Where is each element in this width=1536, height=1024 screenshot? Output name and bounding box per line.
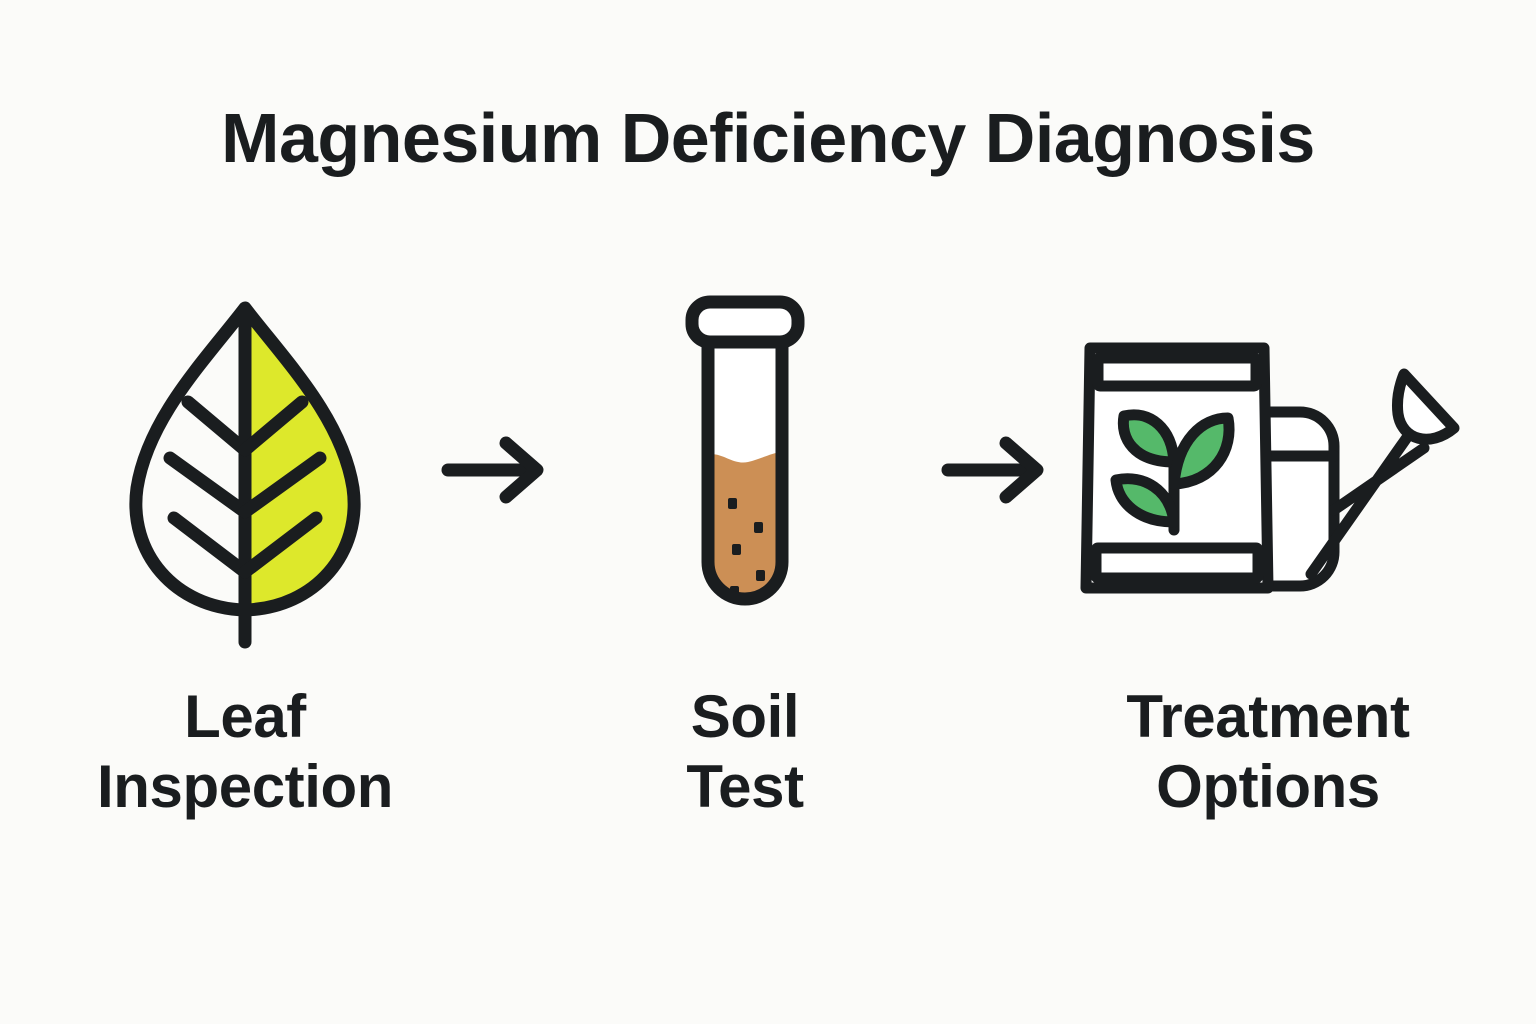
connector-arrow-2 [920, 280, 1070, 660]
leaf-vein-right-1 [238, 395, 309, 457]
tube-body-outline [701, 325, 789, 606]
leaf-vein-left-2 [163, 451, 252, 519]
soil-fill [708, 452, 782, 599]
step-leaf-inspection[interactable]: Leaf Inspection [70, 280, 420, 821]
leaf-icon-container [70, 280, 420, 660]
arrow-right-icon [941, 436, 1044, 504]
step-label-line-2: Test [686, 752, 804, 820]
test-tube-icon-container [570, 280, 920, 660]
plant-logo [1110, 409, 1235, 536]
page-title: Magnesium Deficiency Diagnosis [221, 99, 1315, 177]
step-label-soil-test: Soil Test [686, 682, 804, 821]
leaf-chlorotic-half [245, 308, 355, 610]
step-label-line-1: Soil [690, 683, 800, 750]
treatment-icon-container [1070, 280, 1466, 660]
plant-leaf-lower-left [1110, 473, 1180, 528]
step-label-line-1: Leaf [184, 683, 306, 750]
step-label-line-2: Inspection [96, 752, 394, 820]
arrow-head [999, 436, 1044, 504]
leaf-vein-right-2 [238, 451, 327, 519]
step-soil-test[interactable]: Soil Test [570, 280, 920, 821]
soil-speckle [732, 544, 741, 555]
step-label-line-2: Options [1156, 752, 1380, 820]
soil-fill-group [708, 452, 782, 599]
watering-can-spout [1305, 430, 1430, 580]
plant-leaf-upper-right [1168, 412, 1235, 490]
fertilizer-bag-top-seam [1092, 352, 1262, 392]
tube-rim [685, 295, 805, 349]
soil-speckle [754, 522, 763, 533]
arrow-head [499, 436, 544, 504]
step-label-leaf-inspection: Leaf Inspection [97, 682, 393, 821]
process-flow: Leaf Inspection [70, 280, 1466, 900]
leaf-vein-left-1 [181, 395, 252, 457]
connector-arrow-1 [420, 280, 570, 660]
fertilizer-bag-watering-can-icon [1080, 342, 1460, 594]
fertilizer-bag-bottom-seam [1090, 542, 1264, 584]
leaf-vein-left-3 [167, 511, 252, 579]
step-label-treatment-options: Treatment Options [1126, 682, 1410, 821]
watering-can-nozzle [1392, 368, 1460, 445]
test-tube-icon [685, 295, 805, 606]
leaf-vein-right-3 [238, 511, 323, 579]
leaf-icon [129, 301, 361, 649]
arrow-right-icon [441, 436, 544, 504]
soil-speckle [728, 498, 737, 509]
plant-leaf-upper-left [1117, 409, 1180, 468]
soil-speckles [728, 498, 765, 597]
step-label-line-1: Treatment [1126, 683, 1410, 750]
soil-speckle [756, 570, 765, 581]
step-treatment-options[interactable]: Treatment Options [1070, 280, 1466, 821]
